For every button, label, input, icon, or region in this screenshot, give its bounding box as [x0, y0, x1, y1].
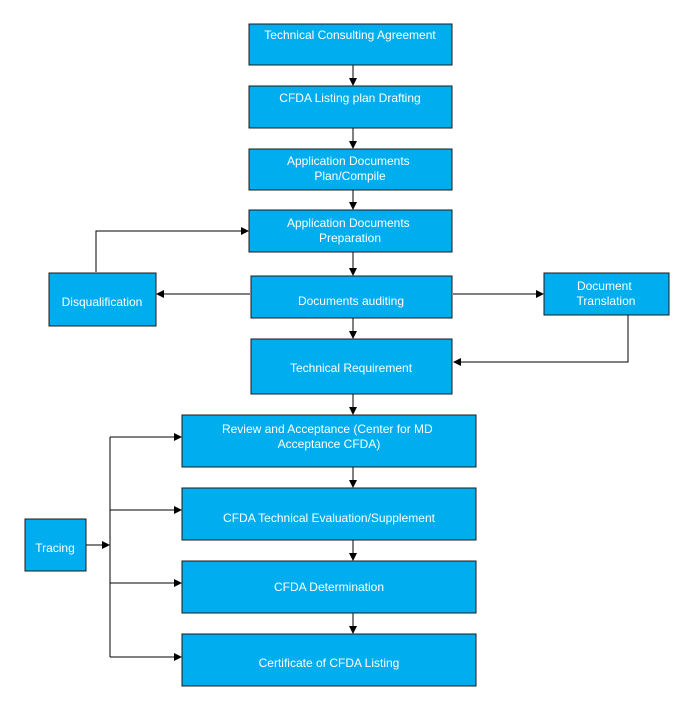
node-technical-requirement: Technical Requirement — [250, 338, 453, 395]
node-label-line: Documents auditing — [298, 294, 404, 308]
node-cfda-determination: CFDA Determination — [181, 560, 477, 614]
svg-text:CFDA Determination: CFDA Determination — [274, 580, 384, 594]
edge-translation-requirement — [453, 315, 629, 366]
svg-text:Certificate of CFDA Listing: Certificate of CFDA Listing — [259, 656, 400, 670]
node-label-line: Document — [577, 279, 632, 293]
svg-text:Tracing: Tracing — [35, 541, 75, 555]
svg-text:Review and Acceptance (Center: Review and Acceptance (Center for MD Acc… — [222, 422, 436, 451]
node-label-line: Review and Acceptance (Center for MD — [222, 422, 433, 436]
node-review-and-acceptance: Review and Acceptance (Center for MD Acc… — [181, 414, 477, 468]
node-label-line: CFDA Listing plan Drafting — [279, 91, 420, 105]
node-label-line: Preparation — [319, 231, 381, 245]
node-label-line: Certificate of CFDA Listing — [259, 656, 400, 670]
node-label-line: Technical Consulting Agreement — [264, 28, 436, 42]
svg-text:Technical Requirement: Technical Requirement — [290, 361, 413, 375]
node-label-line: Tracing — [35, 541, 75, 555]
node-disqualification: Disqualification — [48, 272, 157, 327]
node-cfda-listing-plan-drafting: CFDA Listing plan Drafting — [248, 85, 453, 129]
svg-text:Documents auditing: Documents auditing — [298, 294, 404, 308]
node-technical-consulting-agreement: Technical Consulting Agreement — [248, 23, 453, 66]
node-tracing: Tracing — [24, 518, 87, 572]
node-document-translation: Document Translation — [543, 272, 670, 316]
node-label-line: Acceptance CFDA) — [278, 437, 381, 451]
node-label-line: Disqualification — [62, 295, 143, 309]
svg-text:CFDA Technical Evaluation/Supp: CFDA Technical Evaluation/Supplement — [223, 511, 436, 525]
node-cfda-technical-evaluation: CFDA Technical Evaluation/Supplement — [181, 487, 477, 541]
node-documents-auditing: Documents auditing — [250, 275, 453, 319]
node-label-line: Technical Requirement — [290, 361, 413, 375]
node-application-documents-plan-compile: Application Documents Plan/Compile — [248, 148, 453, 191]
svg-text:Application Documents Pr: Application Documents Preparation — [287, 216, 413, 245]
svg-text:Document Translation: Document Translation — [577, 279, 636, 308]
node-label-line: CFDA Technical Evaluation/Supplement — [223, 511, 436, 525]
svg-text:Technical Consulting Agreement: Technical Consulting Agreement — [264, 28, 436, 42]
node-label-line: Translation — [577, 294, 636, 308]
node-label-line: CFDA Determination — [274, 580, 384, 594]
svg-text:Application Documents Pl: Application Documents Plan/Compile — [287, 154, 413, 183]
node-application-documents-preparation: Application Documents Preparation — [248, 209, 453, 253]
node-label-line: Application Documents — [287, 216, 410, 230]
svg-text:Disqualification: Disqualification — [62, 295, 143, 309]
node-label-line: Plan/Compile — [314, 169, 386, 183]
node-label-line: Application Documents — [287, 154, 410, 168]
svg-text:CFDA Listing plan Drafting: CFDA Listing plan Drafting — [279, 91, 420, 105]
node-certificate-of-cfda-listing: Certificate of CFDA Listing — [181, 633, 477, 687]
connectors — [86, 65, 629, 661]
edge-disqualification-preparation — [95, 227, 249, 272]
